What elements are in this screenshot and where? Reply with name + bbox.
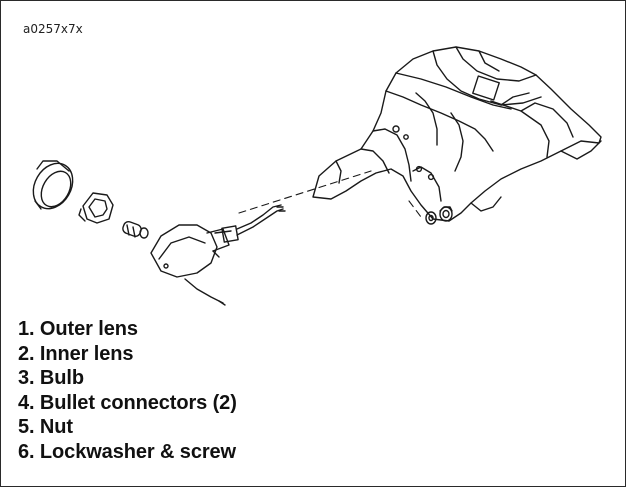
inner-lens-drawing xyxy=(78,192,114,224)
legend-item-bulb: 3. Bulb xyxy=(18,367,84,389)
exploded-parts-diagram xyxy=(32,46,602,306)
signal-housing-drawing xyxy=(150,204,286,306)
nut-lockwasher-drawing xyxy=(425,206,453,225)
bulb-drawing xyxy=(122,220,149,239)
parts-legend: 1. Outer lens 2. Inner lens 3. Bulb 4. B… xyxy=(18,317,237,464)
fender-bracket-drawing xyxy=(312,46,602,222)
legend-item-inner-lens: 2. Inner lens xyxy=(18,342,134,365)
legend-item-outer-lens: 1. Outer lens xyxy=(18,318,138,340)
legend-item-lockwasher-screw: 6. Lockwasher & screw xyxy=(18,440,237,463)
figure-id-label: a0257x7x xyxy=(23,22,83,36)
legend-item-nut: 5. Nut xyxy=(18,416,73,438)
legend-item-bullet-connectors: 4. Bullet connectors (2) xyxy=(18,391,237,414)
alignment-lines xyxy=(238,170,422,218)
outer-lens-drawing xyxy=(32,160,74,210)
